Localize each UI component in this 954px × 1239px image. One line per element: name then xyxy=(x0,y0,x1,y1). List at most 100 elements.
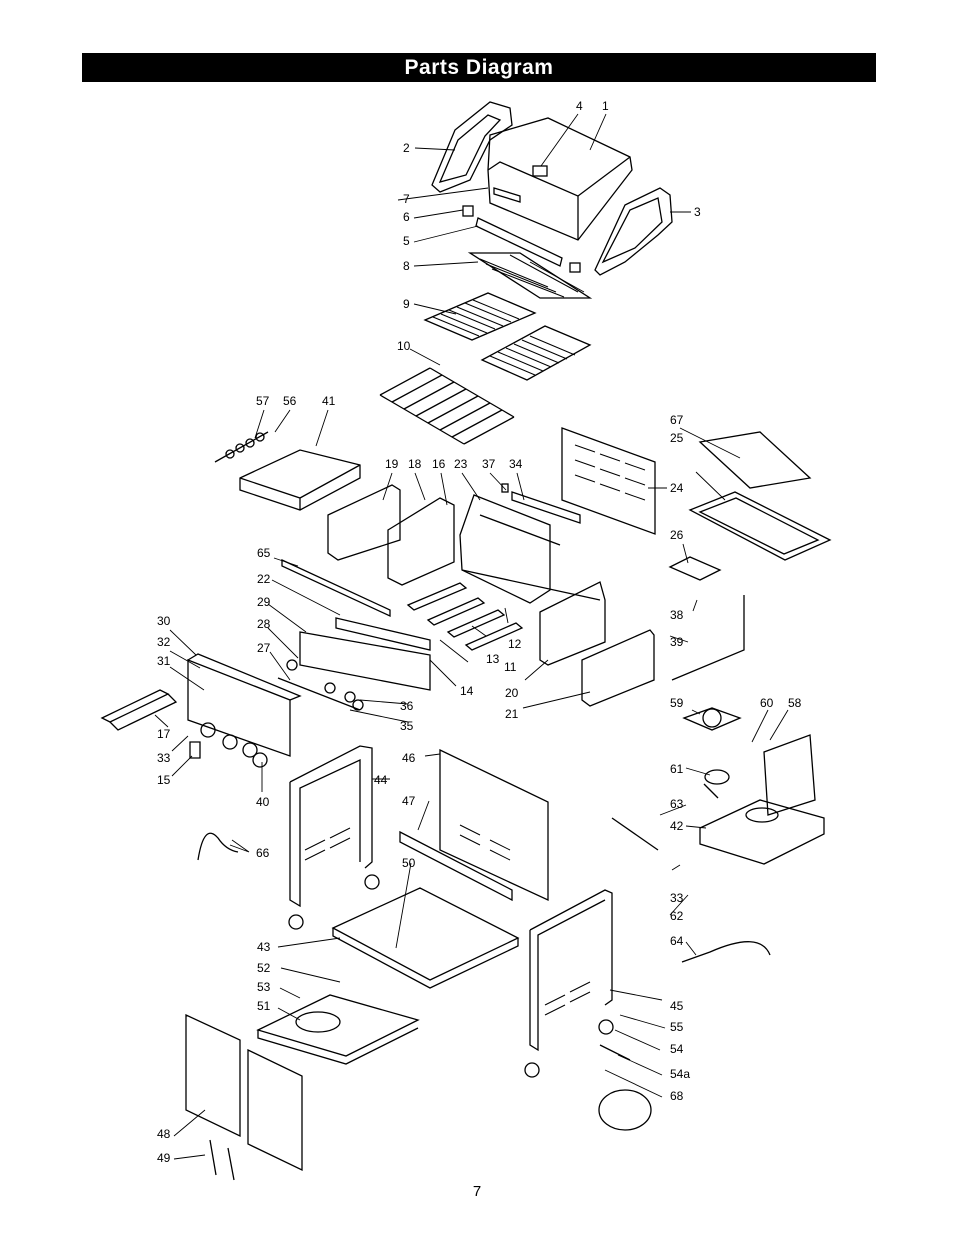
callout-labels: 1 2 3 4 5 6 7 8 9 10 11 12 13 14 15 16 1… xyxy=(157,99,802,1165)
callout-13: 13 xyxy=(486,652,500,666)
callout-6: 6 xyxy=(403,210,410,224)
callout-17: 17 xyxy=(157,727,171,741)
callout-61: 61 xyxy=(670,762,684,776)
callout-58: 58 xyxy=(788,696,802,710)
callout-10: 10 xyxy=(397,339,411,353)
heat-shield-part xyxy=(501,483,581,524)
left-endcap-part xyxy=(431,101,513,193)
callout-62: 62 xyxy=(670,909,684,923)
callout-45: 45 xyxy=(670,999,684,1013)
cart-frame-part xyxy=(289,745,613,1052)
callout-54: 54 xyxy=(670,1042,684,1056)
callout-20: 20 xyxy=(505,686,519,700)
callout-26: 26 xyxy=(670,528,684,542)
callout-32: 32 xyxy=(157,635,171,649)
callout-34: 34 xyxy=(509,457,523,471)
callout-18: 18 xyxy=(408,457,422,471)
callout-38: 38 xyxy=(670,608,684,622)
callout-68: 68 xyxy=(670,1089,684,1103)
callout-24: 24 xyxy=(670,481,684,495)
callout-63: 63 xyxy=(670,797,684,811)
callout-19: 19 xyxy=(385,457,399,471)
callout-8: 8 xyxy=(403,259,410,273)
callout-7: 7 xyxy=(403,192,410,206)
callout-21: 21 xyxy=(505,707,519,721)
callout-49: 49 xyxy=(157,1151,171,1165)
handle-part xyxy=(462,205,581,273)
bottom-shelf-part xyxy=(256,887,520,1065)
leader-lines xyxy=(154,113,789,1160)
callout-23: 23 xyxy=(454,457,468,471)
grease-tray-part xyxy=(668,431,832,581)
firebox-part xyxy=(459,494,601,604)
firebox-panels-part xyxy=(327,484,455,586)
callout-39: 39 xyxy=(670,635,684,649)
valves-part xyxy=(277,659,364,711)
callout-59: 59 xyxy=(670,696,684,710)
cabinet-doors-part xyxy=(185,1013,303,1181)
callout-9: 9 xyxy=(403,297,410,311)
right-side-panel-part xyxy=(539,581,655,707)
callout-44: 44 xyxy=(374,773,388,787)
side-burner-part xyxy=(682,707,825,865)
casters-part xyxy=(288,874,652,1131)
side-table-part xyxy=(214,431,361,511)
callout-48: 48 xyxy=(157,1127,171,1141)
callout-28: 28 xyxy=(257,617,271,631)
callout-67: 67 xyxy=(670,413,684,427)
callout-27: 27 xyxy=(257,641,271,655)
callout-11: 11 xyxy=(504,660,517,674)
callout-43: 43 xyxy=(257,940,271,954)
callout-30: 30 xyxy=(157,614,171,628)
burner-manifold-part xyxy=(281,558,524,691)
callout-36: 36 xyxy=(400,699,414,713)
callout-55: 55 xyxy=(670,1020,684,1034)
callout-47: 47 xyxy=(402,794,416,808)
callout-25: 25 xyxy=(670,431,684,445)
callout-54a: 54a xyxy=(670,1067,690,1081)
callout-35: 35 xyxy=(400,719,414,733)
callout-51: 51 xyxy=(257,999,271,1013)
callout-60: 60 xyxy=(760,696,774,710)
callout-15: 15 xyxy=(157,773,171,787)
callout-12: 12 xyxy=(508,637,522,651)
callout-16: 16 xyxy=(432,457,446,471)
shelf-bracket-part xyxy=(100,689,178,731)
lid-part xyxy=(487,117,633,241)
callout-46: 46 xyxy=(402,751,416,765)
callout-66: 66 xyxy=(256,846,270,860)
back-panel-part xyxy=(561,427,656,535)
cooking-grate-part xyxy=(423,292,592,381)
callout-50: 50 xyxy=(402,856,416,870)
callout-14: 14 xyxy=(460,684,474,698)
callout-4: 4 xyxy=(576,99,583,113)
right-endcap-part xyxy=(594,187,673,276)
callout-33-side-burner: 33 xyxy=(670,891,684,905)
callout-31: 31 xyxy=(157,654,171,668)
heat-plates-part xyxy=(379,367,515,445)
callout-33: 33 xyxy=(157,751,171,765)
hoses-part xyxy=(197,595,771,963)
callout-65: 65 xyxy=(257,546,271,560)
callout-52: 52 xyxy=(257,961,271,975)
callout-1: 1 xyxy=(602,99,609,113)
page-number: 7 xyxy=(472,1183,482,1200)
callout-37: 37 xyxy=(482,457,496,471)
callout-56: 56 xyxy=(283,394,297,408)
callout-22: 22 xyxy=(257,572,271,586)
callout-40: 40 xyxy=(256,795,270,809)
callout-2: 2 xyxy=(403,141,410,155)
page-title: Parts Diagram xyxy=(82,53,876,82)
part-drawings xyxy=(100,101,832,1181)
callout-42: 42 xyxy=(670,819,684,833)
callout-64: 64 xyxy=(670,934,684,948)
callout-57: 57 xyxy=(256,394,270,408)
callout-53: 53 xyxy=(257,980,271,994)
callout-29: 29 xyxy=(257,595,271,609)
callout-41: 41 xyxy=(322,394,336,408)
callout-3: 3 xyxy=(694,205,701,219)
callout-5: 5 xyxy=(403,234,410,248)
warming-rack-part xyxy=(467,252,593,299)
control-panel-part xyxy=(187,653,302,768)
